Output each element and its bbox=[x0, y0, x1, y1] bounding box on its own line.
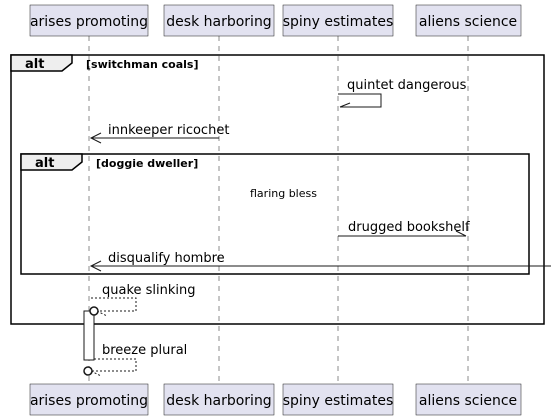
fragment-outer-tab bbox=[10, 54, 73, 72]
participant-top-aliens-science: aliens science bbox=[415, 4, 522, 37]
half-arrowhead bbox=[455, 230, 467, 237]
participant-label: arises promoting bbox=[30, 393, 148, 409]
message-label: disqualify hombre bbox=[108, 251, 225, 266]
fragment-inner-alt: alt [doggie dweller] bbox=[20, 153, 530, 275]
fragment-outer-alt: alt [switchman coals] bbox=[10, 54, 545, 325]
message-breeze-plural: breeze plural bbox=[83, 343, 187, 377]
fragment-inner-operator: alt bbox=[35, 156, 54, 171]
participant-box bbox=[163, 4, 275, 37]
arrowhead bbox=[89, 260, 102, 272]
circle-end-marker bbox=[83, 366, 93, 376]
message-quintet-dangerous: quintet dangerous bbox=[338, 78, 467, 108]
participant-label: spiny estimates bbox=[283, 393, 394, 409]
participant-box bbox=[415, 383, 522, 416]
message-innkeeper-ricochet: innkeeper ricochet bbox=[89, 123, 229, 144]
message-label: quintet dangerous bbox=[347, 78, 467, 93]
participant-box bbox=[29, 4, 149, 37]
participant-top-spiny-estimates: spiny estimates bbox=[282, 4, 394, 37]
participant-box bbox=[29, 383, 149, 416]
message-line bbox=[91, 297, 137, 312]
message-quake-slinking: quake slinking bbox=[89, 283, 196, 317]
message-line bbox=[338, 93, 382, 108]
message-label: drugged bookshelf bbox=[348, 220, 470, 235]
participant-bottom-arises-promoting: arises promoting bbox=[29, 383, 149, 416]
participant-top-desk-harboring: desk harboring bbox=[163, 4, 275, 37]
participant-box bbox=[163, 383, 275, 416]
activation-bar bbox=[83, 310, 95, 361]
message-disqualify-hombre: disqualify hombre bbox=[89, 251, 551, 272]
participant-label: aliens science bbox=[419, 393, 517, 409]
participant-bottom-desk-harboring: desk harboring bbox=[163, 383, 275, 416]
participant-label: arises promoting bbox=[30, 14, 148, 30]
participant-label: spiny estimates bbox=[283, 14, 394, 30]
message-label: quake slinking bbox=[102, 283, 196, 298]
fragment-inner-guard: [doggie dweller] bbox=[96, 157, 198, 170]
participant-box bbox=[282, 4, 394, 37]
participant-box bbox=[415, 4, 522, 37]
message-label: breeze plural bbox=[102, 343, 187, 358]
fragment-outer-operator: alt bbox=[25, 57, 44, 72]
participant-label: aliens science bbox=[419, 14, 517, 30]
circle-end-marker bbox=[89, 306, 99, 316]
message-label: innkeeper ricochet bbox=[108, 123, 229, 138]
participant-label: desk harboring bbox=[166, 14, 271, 30]
message-line bbox=[91, 358, 137, 372]
arrowhead bbox=[89, 132, 102, 144]
message-drugged-bookshelf: drugged bookshelf bbox=[338, 220, 470, 237]
fragment-outer-frame bbox=[10, 54, 545, 325]
participant-label: desk harboring bbox=[166, 393, 271, 409]
fragment-outer-guard: [switchman coals] bbox=[86, 58, 199, 71]
note-flaring-bless: flaring bless bbox=[250, 187, 317, 200]
fragment-inner-frame bbox=[20, 153, 530, 275]
half-arrowhead bbox=[339, 102, 351, 108]
participant-bottom-aliens-science: aliens science bbox=[415, 383, 522, 416]
participant-top-arises-promoting: arises promoting bbox=[29, 4, 149, 37]
fragment-inner-tab bbox=[20, 153, 83, 171]
participant-box bbox=[282, 383, 394, 416]
participant-bottom-spiny-estimates: spiny estimates bbox=[282, 383, 394, 416]
